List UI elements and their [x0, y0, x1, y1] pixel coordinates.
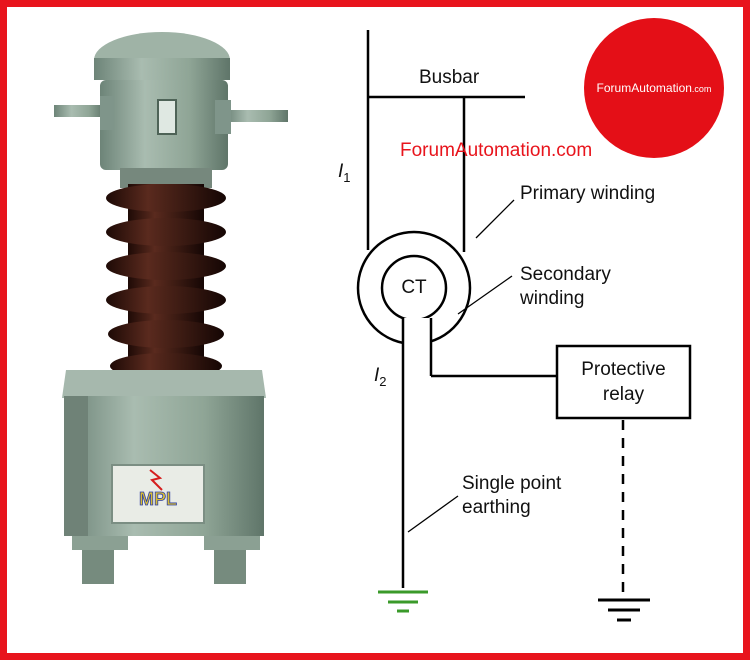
terminal-boss-right — [215, 100, 231, 134]
earthing-leader-line — [407, 495, 459, 533]
primary-winding-label: Primary winding — [520, 183, 656, 204]
forumautomation-logo: ForumAutomation.com — [584, 18, 724, 158]
nameplate-text: MPL — [139, 489, 177, 509]
relay-earth-icon — [598, 598, 650, 622]
busbar-label: Busbar — [419, 67, 480, 88]
earthing-label-line1: Single point — [462, 473, 562, 494]
primary-terminal-right — [226, 110, 288, 122]
ct-cap — [94, 58, 230, 80]
lightning-icon — [149, 469, 163, 491]
earthing-label-line2: earthing — [462, 497, 531, 518]
ct-tank-shade — [64, 396, 88, 536]
terminal-boss-left — [100, 96, 114, 130]
current-i1-label: I1 — [338, 161, 351, 185]
base-left-foot — [82, 550, 114, 584]
secondary-winding-label-line1: Secondary — [520, 264, 611, 285]
current-i2-label: I2 — [374, 365, 387, 389]
base-right-foot — [214, 550, 246, 584]
secondary-leader-line — [457, 275, 513, 315]
secondary-gap — [402, 318, 430, 348]
relay-label-line1: Protective — [581, 359, 666, 380]
protective-relay-box — [555, 344, 692, 420]
base-right-top — [204, 536, 260, 550]
logo-text: ForumAutomation.com — [596, 81, 712, 95]
ct-neck — [120, 168, 212, 188]
relay-label-line2: relay — [602, 384, 645, 405]
porcelain-insulator — [106, 184, 226, 384]
primary-terminal-left — [54, 105, 104, 117]
nameplate — [111, 464, 205, 524]
primary-leader-line — [475, 199, 515, 239]
ct-head-window — [157, 99, 177, 135]
ground-icon — [378, 590, 428, 613]
secondary-winding-label-line2: winding — [520, 288, 585, 309]
watermark-text: ForumAutomation.com — [400, 140, 593, 161]
base-left-top — [72, 536, 128, 550]
ct-label: CT — [401, 277, 427, 298]
ct-tank-top — [62, 370, 266, 398]
